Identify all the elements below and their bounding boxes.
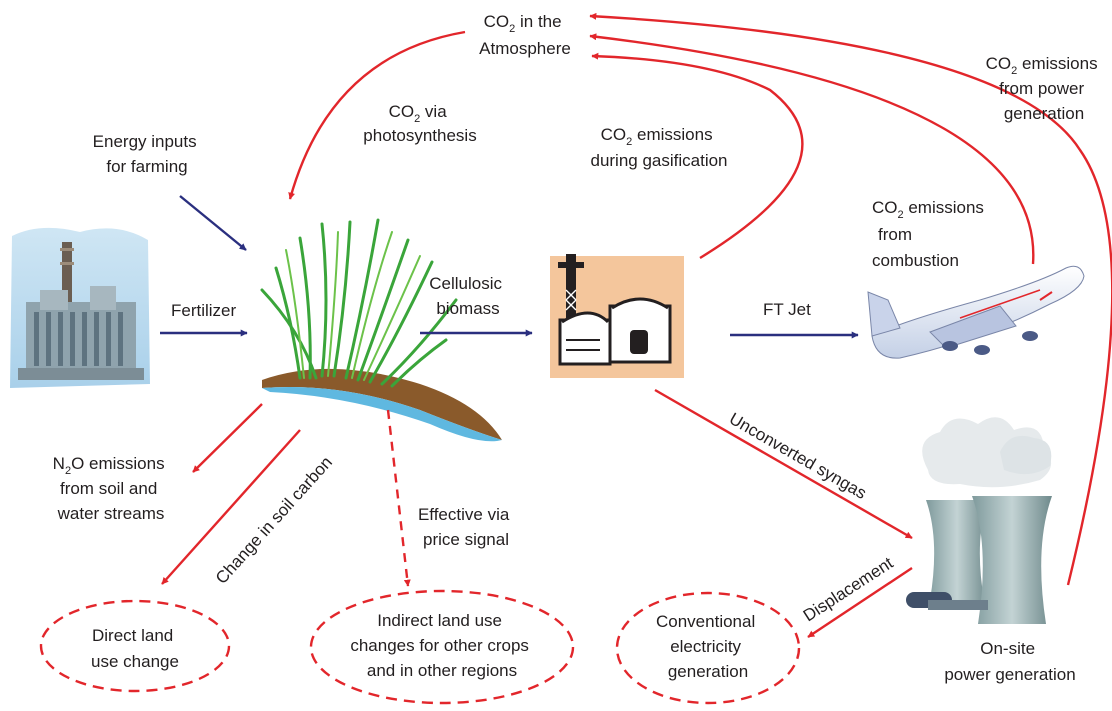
soil-carbon-arrow xyxy=(161,429,301,585)
price-signal-arrow xyxy=(386,409,411,587)
combustion-label: CO2 emissions from combustion xyxy=(872,198,989,270)
displacement-label: Displacement xyxy=(800,553,897,625)
combustion-emission-arrow xyxy=(589,33,1035,265)
energy-inputs-label: Energy inputs for farming xyxy=(93,132,202,176)
photosynthesis-label: CO2 via photosynthesis xyxy=(363,102,476,145)
ft-jet-label: FT Jet xyxy=(763,300,811,319)
jet-airplane-icon xyxy=(867,265,1085,359)
soil-carbon-label: Change in soil carbon xyxy=(212,453,336,588)
syngas-arrow xyxy=(654,388,913,540)
indirect-land-use-label: Indirect land use changes for other crop… xyxy=(350,611,533,680)
coal-power-plant-icon xyxy=(10,227,150,388)
onsite-power-label: On-site power generation xyxy=(944,639,1075,684)
power-generation-emission-arrow xyxy=(589,12,1112,586)
price-signal-label: Effective via price signal xyxy=(418,505,514,549)
cellulosic-biomass-label: Cellulosic biomass xyxy=(429,274,506,318)
photosynthesis-arrow xyxy=(288,30,466,200)
gasification-label: CO2 emissions during gasification xyxy=(590,125,727,170)
fertilizer-label: Fertilizer xyxy=(171,301,237,320)
gasification-emission-arrow xyxy=(591,52,804,260)
gasification-plant-icon xyxy=(550,254,684,378)
cooling-towers-icon xyxy=(906,417,1052,624)
indirect-land-use-ellipse xyxy=(309,589,575,705)
conventional-electricity-ellipse xyxy=(615,591,801,705)
direct-land-use-ellipse xyxy=(39,599,231,693)
switchgrass-biomass-icon xyxy=(260,218,502,442)
direct-land-use-label: Direct land use change xyxy=(91,626,179,671)
displacement-arrow xyxy=(807,567,913,638)
conventional-electricity-label: Conventional electricity generation xyxy=(656,612,760,681)
energy-inputs-arrow xyxy=(179,195,247,251)
atmosphere-label: CO2 in the Atmosphere xyxy=(479,12,571,58)
syngas-label: Unconverted syngas xyxy=(726,409,870,503)
n2o-emissions-label: N2O emissions from soil and water stream… xyxy=(53,454,170,523)
power-generation-emissions-label: CO2 emissions from power generation xyxy=(986,54,1103,123)
n2o-arrow xyxy=(192,403,263,473)
